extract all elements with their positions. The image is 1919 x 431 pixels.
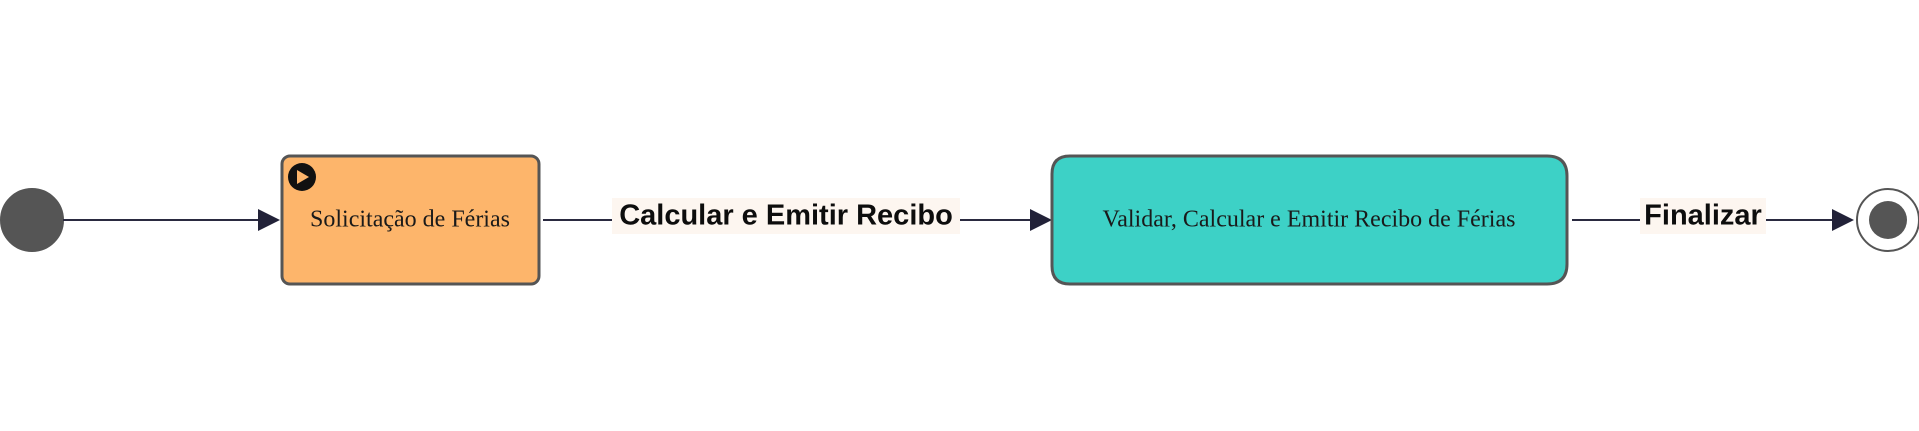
arrowhead-task2 [1030, 209, 1052, 231]
task-solicitacao-de-ferias[interactable]: Solicitação de Férias [280, 154, 541, 286]
edge-label-background [1640, 198, 1766, 234]
task-validar-calcular-emitir-recibo[interactable]: Validar, Calcular e Emitir Recibo de Fér… [1050, 154, 1569, 286]
end-event-inner-dot [1869, 201, 1907, 239]
start-event[interactable] [0, 188, 64, 252]
edge-label-calcular-e-emitir-recibo: Calcular e Emitir Recibo [619, 200, 953, 232]
arrowhead-task1 [258, 209, 280, 231]
play-icon [288, 163, 316, 191]
task-box [280, 154, 541, 286]
arrowhead-end [1832, 209, 1854, 231]
task-box [1050, 154, 1569, 286]
edge-label-finalizar: Finalizar [1644, 200, 1762, 232]
task-label: Solicitação de Férias [310, 207, 510, 233]
task-label: Validar, Calcular e Emitir Recibo de Fér… [1103, 207, 1516, 233]
end-event[interactable] [1856, 188, 1919, 252]
edge-label-background [612, 198, 960, 234]
